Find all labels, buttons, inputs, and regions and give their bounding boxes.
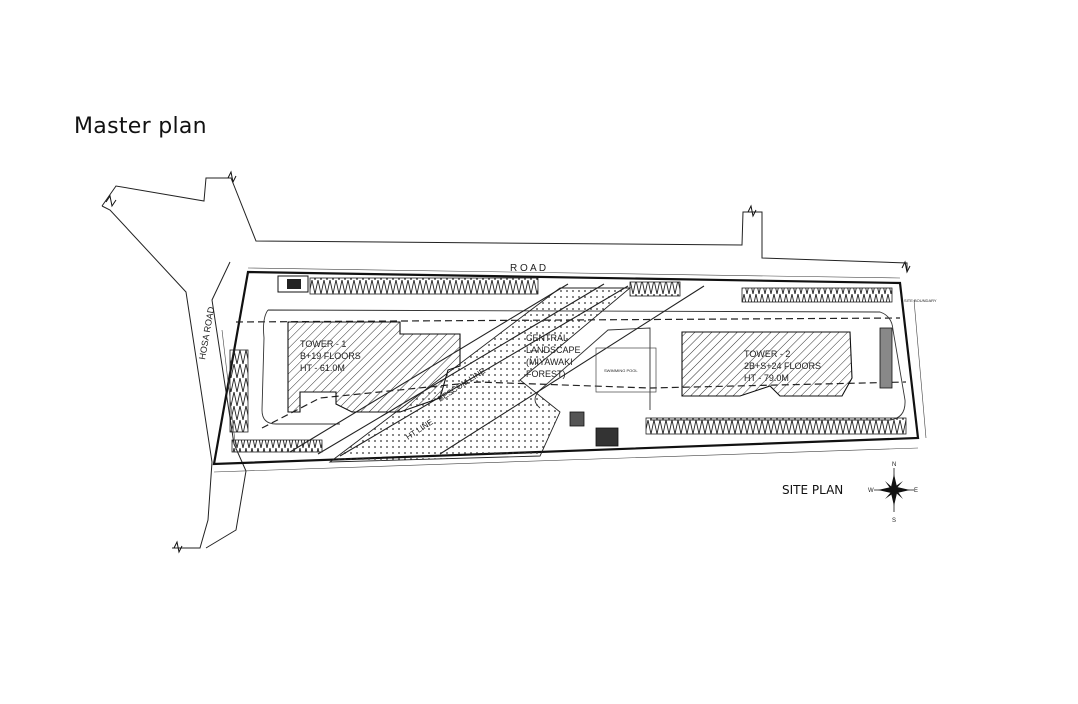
compass-e: E [914, 488, 918, 494]
page-title: Master plan [74, 114, 207, 139]
site-plan-label: SITE PLAN [782, 483, 844, 497]
landscape-line-4: FOREST) [526, 369, 566, 379]
parking-strips [229, 277, 907, 453]
dimension-lines [213, 267, 927, 473]
landscape-line-2: LANDSCAPE [526, 345, 581, 355]
tower-2-name: TOWER - 2 [744, 349, 790, 359]
break-marks [105, 170, 911, 554]
top-road-label: R O A D [510, 263, 546, 274]
site-boundary-label: SITE BOUNDARY [904, 298, 937, 303]
tower-1-name: TOWER - 1 [300, 339, 346, 349]
landscape-line-3: (MIYAWAKI [526, 357, 573, 367]
tower-1-height: HT - 61.0M [300, 363, 345, 373]
tower-2-footprint [681, 331, 853, 397]
tower-2-floors: 2B+S+24 FLOORS [744, 361, 821, 371]
tower-1-floors: B+19 FLOORS [300, 351, 361, 361]
small-structures [277, 275, 893, 447]
compass-w: W [868, 488, 874, 494]
landscape-line-1: CENTRAL [526, 333, 568, 343]
swimming-pool-label: SWIMMING POOL [604, 368, 638, 373]
compass-n: N [892, 462, 896, 468]
tower-1-footprint [287, 321, 461, 413]
compass-rose: N S E W [868, 462, 918, 524]
tower-2-height: HT - 79.0M [744, 373, 789, 383]
compass-s: S [892, 518, 896, 524]
road-outline [101, 177, 908, 549]
side-road-label: HOSA ROAD [197, 305, 216, 360]
site-boundary [212, 270, 920, 466]
central-landscape-area [328, 287, 632, 463]
